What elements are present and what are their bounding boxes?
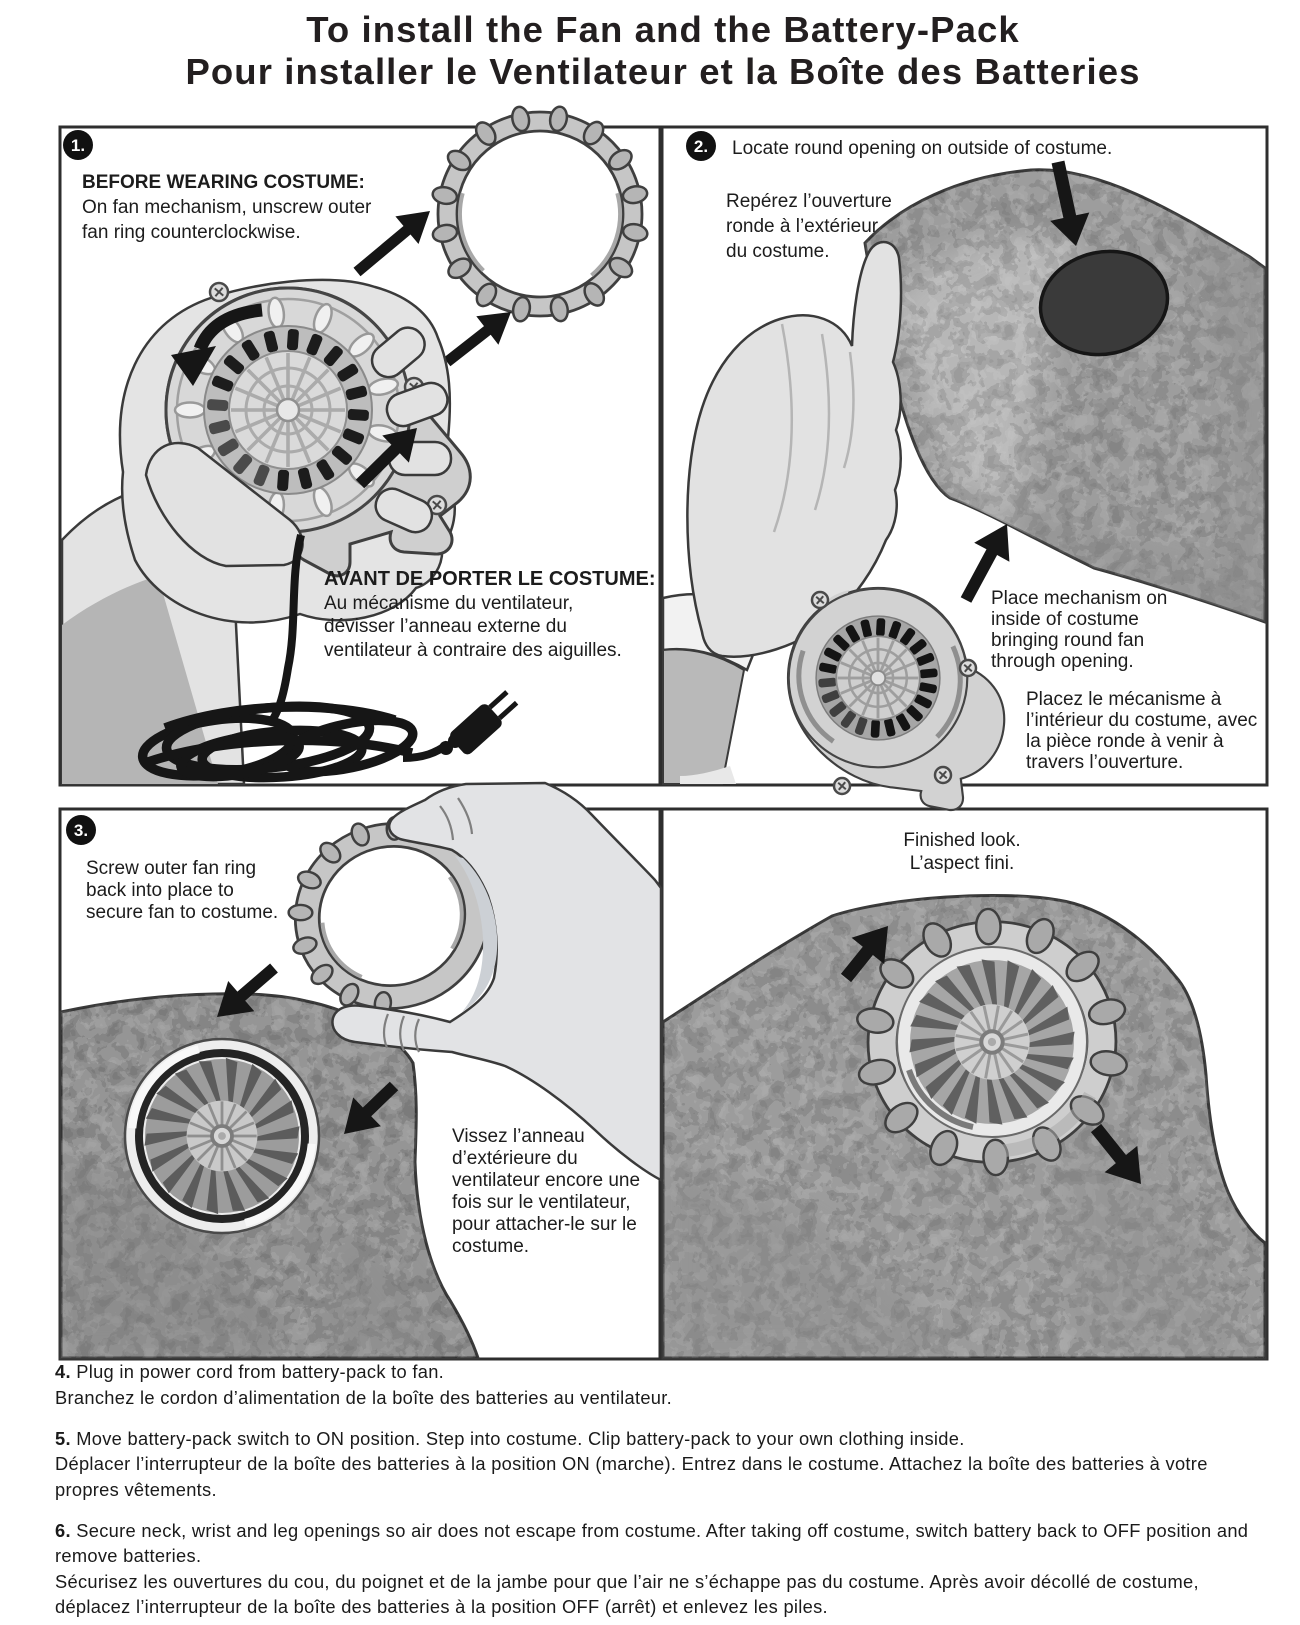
svg-text:3.: 3. bbox=[74, 821, 88, 840]
svg-text:2.: 2. bbox=[694, 137, 708, 156]
svg-text:1.: 1. bbox=[71, 136, 85, 155]
